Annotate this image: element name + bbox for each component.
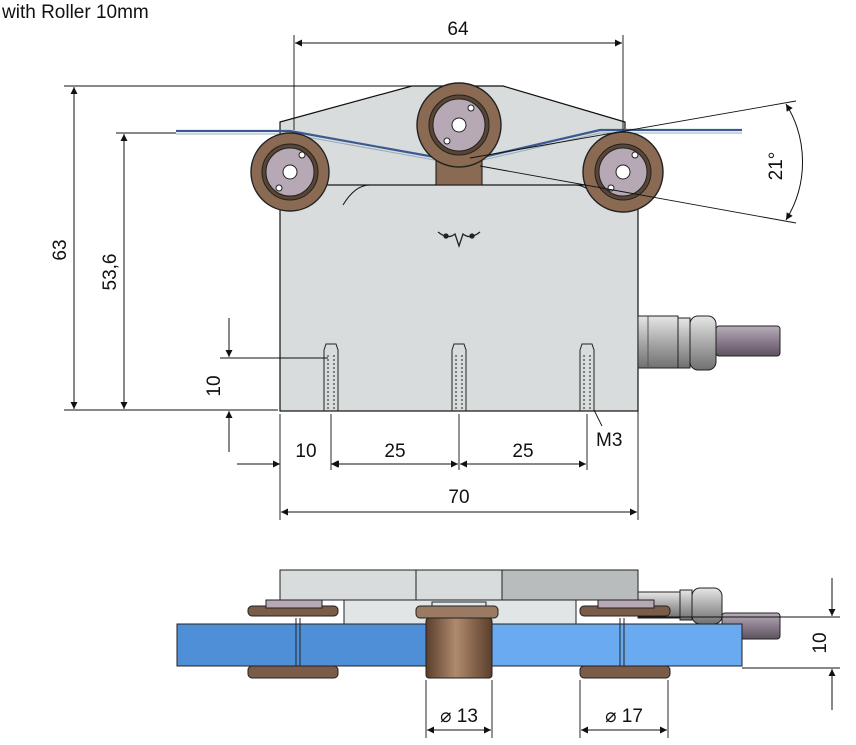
roller-left xyxy=(250,132,330,212)
drawing-title: with Roller 10mm xyxy=(2,2,149,23)
roller-center xyxy=(416,82,502,168)
side-view xyxy=(176,569,781,679)
dim-hole-depth: 10 xyxy=(204,375,225,396)
dim-diameter-large: ⌀ 17 xyxy=(605,706,643,727)
dim-spacing-third: 25 xyxy=(512,441,533,462)
dim-width-base: 70 xyxy=(448,487,469,508)
dim-spacing-first: 10 xyxy=(295,441,316,462)
front-dimensions: 64 63 53,6 10 21° 10 25 25 xyxy=(50,19,804,520)
threaded-holes xyxy=(323,343,595,411)
dim-side-height: 10 xyxy=(810,632,831,653)
dim-spacing-second: 25 xyxy=(384,441,405,462)
dim-width-top: 64 xyxy=(447,19,469,40)
dim-diameter-small: ⌀ 13 xyxy=(440,706,478,727)
dim-angle: 21° xyxy=(766,152,787,181)
thread-label: M3 xyxy=(596,430,622,451)
cable-gland xyxy=(637,315,781,371)
base-block xyxy=(279,184,639,412)
brand-logo-icon xyxy=(437,231,481,249)
dim-height-roller: 53,6 xyxy=(100,254,121,291)
dim-height-total: 63 xyxy=(50,239,71,260)
front-view xyxy=(176,82,781,412)
roller-right xyxy=(582,131,664,213)
side-dimensions: 10 ⌀ 13 ⌀ 17 xyxy=(425,578,840,738)
